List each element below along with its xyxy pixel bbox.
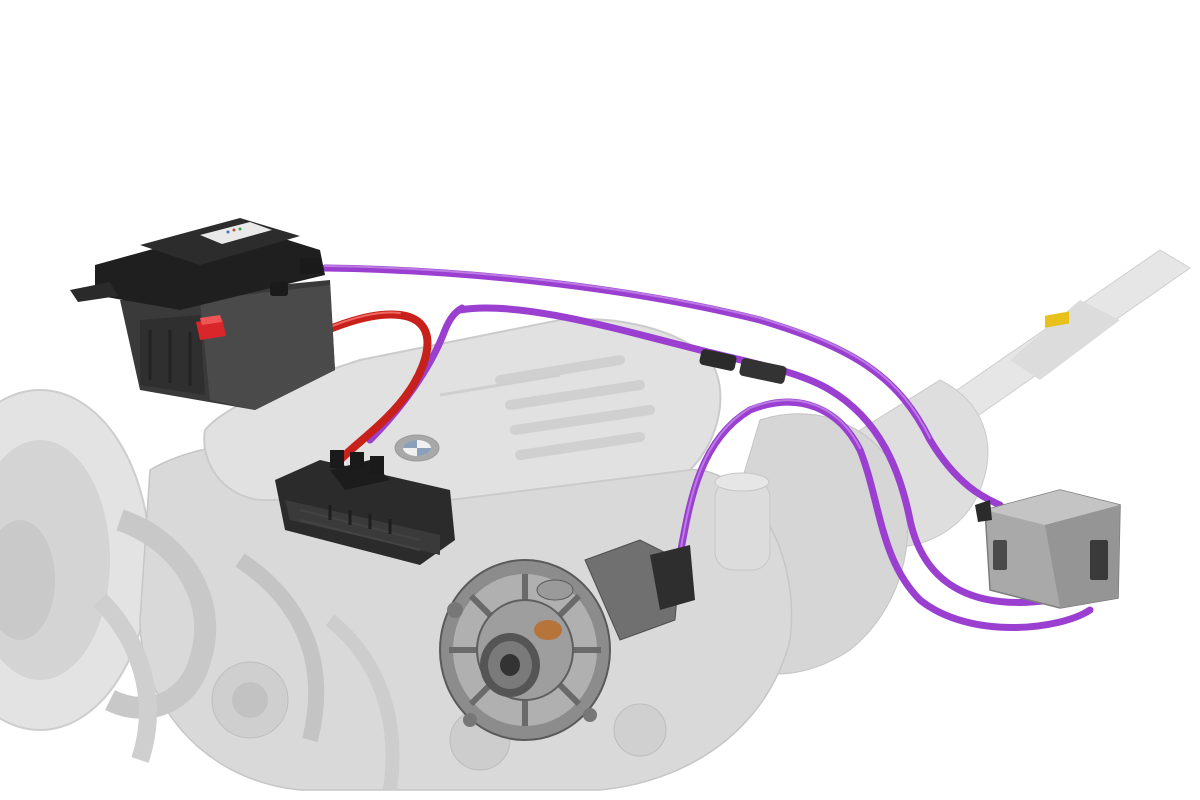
bmw-roundel-icon [394,434,440,462]
battery-pack-icon [70,218,335,410]
hv-cable-highlights [324,265,931,554]
starter-generator-icon [439,539,695,741]
power-electronics-module-icon [275,450,455,565]
wheel-ghost-icon [0,389,151,731]
control-unit-icon [975,311,1121,609]
cable-connector-icon [699,349,787,384]
